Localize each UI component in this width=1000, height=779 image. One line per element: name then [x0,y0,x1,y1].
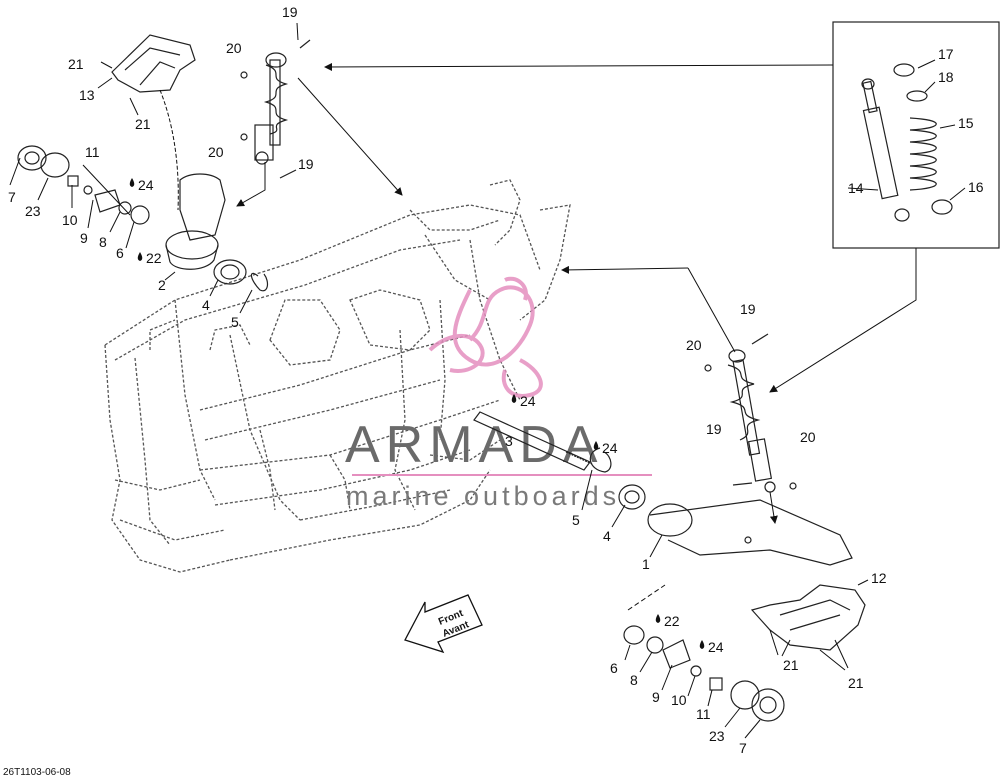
callout-9: 9 [80,230,88,246]
callout-11: 11 [696,706,711,722]
callout-20: 20 [800,429,816,445]
grease-drop-icon [137,252,143,261]
lubricant-symbols [129,178,705,649]
shock-absorber-rear [254,52,289,165]
callout-6: 6 [116,245,124,261]
grease-drop-icon [511,394,517,403]
callout-4: 4 [202,297,210,313]
axle-shaft [473,411,593,471]
callout-8: 8 [630,672,638,688]
callout-24: 24 [520,393,536,409]
callout-23: 23 [709,728,725,744]
callout-19: 19 [282,4,298,20]
callout-11: 11 [85,144,100,160]
callout-22: 22 [146,250,162,266]
callout-20: 20 [226,40,242,56]
callout-7: 7 [739,740,747,756]
callout-12: 12 [871,570,887,586]
fasteners [240,39,797,490]
callout-22: 22 [664,613,680,629]
callout-20: 20 [686,337,702,353]
callout-9: 9 [652,689,660,705]
front-arrow-icon [404,594,483,654]
skid-plate-rear [111,34,196,93]
callout-15: 15 [958,115,974,131]
hub-assembly-right [623,625,785,722]
vehicle-frame [104,179,571,573]
callout-24: 24 [602,440,618,456]
grease-drop-icon [129,178,135,187]
callout-21: 21 [135,116,151,132]
grease-drop-icon [655,614,661,623]
callout-17: 17 [938,46,954,62]
front-direction-indicator: Front Avant [404,594,483,654]
skid-plate-front [750,584,866,651]
callout-4: 4 [603,528,611,544]
callout-19: 19 [298,156,314,172]
swing-arm-left [165,173,226,270]
assembly-arrows [9,22,966,739]
watermark-subtitle: marine outboards [346,481,620,511]
callout-20: 20 [208,144,224,160]
callout-19: 19 [740,301,756,317]
bearing-right [589,447,646,510]
callout-3: 3 [505,433,513,449]
callout-6: 6 [610,660,618,676]
shock-detail-inset [832,21,1000,249]
watermark-logo [428,276,543,398]
callout-10: 10 [671,692,687,708]
callout-5: 5 [231,314,239,330]
callout-18: 18 [938,69,954,85]
callout-21: 21 [783,657,799,673]
callout-19: 19 [706,421,722,437]
callout-13: 13 [79,87,95,103]
drawing-reference-code: 26T1103-06-08 [3,767,71,778]
bearing-left [213,259,269,292]
grease-drop-icon [699,640,705,649]
callout-2: 2 [158,277,166,293]
callout-1: 1 [642,556,650,572]
grease-drop-icon [593,441,599,450]
swing-arm-right [647,499,853,566]
callout-21: 21 [848,675,864,691]
callout-10: 10 [62,212,78,228]
callout-labels: 19 20 21 13 21 11 24 20 19 7 23 10 9 8 6… [8,4,984,756]
callout-21: 21 [68,56,84,72]
watermark-title: ARMADA [345,416,603,474]
callout-5: 5 [572,512,580,528]
callout-7: 7 [8,189,16,205]
callout-24: 24 [138,177,154,193]
callout-8: 8 [99,234,107,250]
callout-14: 14 [848,180,864,196]
callout-23: 23 [25,203,41,219]
shock-absorber-front [727,349,776,493]
hub-assembly-left [17,145,150,225]
callout-16: 16 [968,179,984,195]
callout-24: 24 [708,639,724,655]
